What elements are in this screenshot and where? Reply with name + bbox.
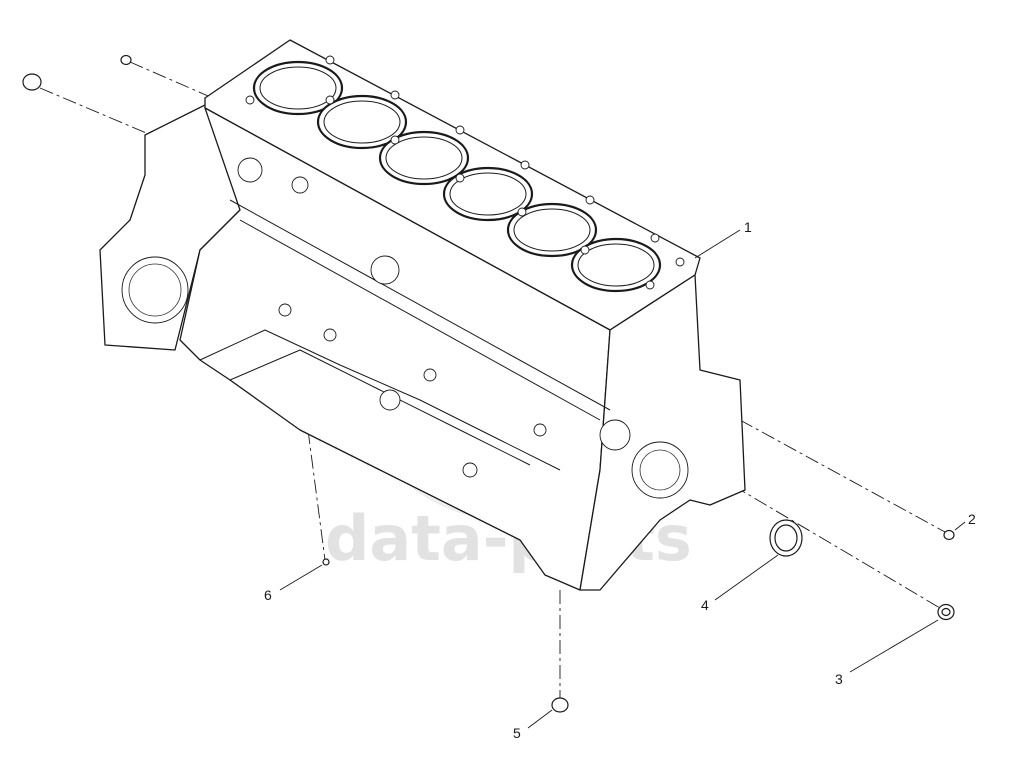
deck-hole [455, 173, 465, 183]
flange-bore-inner [128, 263, 182, 317]
callout-4: 4 [701, 597, 709, 613]
deck-hole [650, 233, 660, 243]
plug-part-6 [322, 558, 330, 566]
deck-hole [455, 125, 465, 135]
callout-2: 2 [968, 511, 976, 527]
callout-6: 6 [264, 587, 272, 603]
cylinder-bore-1-inner [259, 66, 337, 110]
assembly-line-plug-6 [307, 429, 326, 561]
mid-rail-2 [229, 199, 611, 411]
plug-part-3-inner [941, 607, 951, 617]
deck-hole [390, 90, 400, 100]
leader-3 [849, 619, 939, 673]
assembly-line-plug-3 [689, 459, 941, 609]
deck-hole [390, 135, 400, 145]
flange-bore [121, 256, 189, 324]
skirt-rail [199, 329, 561, 471]
deck-hole [325, 95, 335, 105]
loose-parts [22, 54, 955, 713]
plug-top-left [22, 73, 42, 91]
leader-6 [279, 564, 323, 591]
deck-hole [675, 257, 685, 267]
leader-5 [527, 709, 553, 729]
plug-top [120, 54, 132, 66]
front-face [579, 274, 746, 591]
deck-hole [520, 160, 530, 170]
boss-6 [462, 462, 478, 478]
leader-lines [279, 229, 966, 729]
deck-hole [517, 207, 527, 217]
cylinder-bore-3-inner [385, 136, 463, 180]
boss-1 [237, 157, 263, 183]
cylinder-bores [252, 60, 662, 293]
deck-hole [245, 95, 255, 105]
boss-3 [370, 255, 400, 285]
callout-1: 1 [744, 219, 752, 235]
assembly-line-plug-2 [739, 419, 946, 533]
mid-rail [239, 219, 601, 421]
seal-ring-part-4-inner [774, 524, 798, 552]
callout-3: 3 [835, 671, 843, 687]
plug-part-5 [551, 697, 569, 713]
boss-8 [278, 303, 292, 317]
boss-10 [423, 368, 437, 382]
callout-labels: 1 2 3 4 5 6 [264, 219, 976, 741]
boss-5 [533, 423, 547, 437]
deck-hole [325, 55, 335, 65]
boss-4 [599, 419, 631, 451]
cylinder-bore-5-inner [513, 208, 591, 252]
leader-4 [714, 554, 779, 601]
cylinder-bore-4-inner [449, 172, 527, 216]
deck-hole [645, 280, 655, 290]
boss-7 [379, 389, 401, 411]
callout-5: 5 [513, 725, 521, 741]
plug-part-2 [943, 529, 955, 541]
cylinder-bore-2-inner [323, 100, 401, 144]
deck-hole [580, 245, 590, 255]
skirt-rail-lower [229, 349, 531, 466]
engine-block [99, 39, 746, 591]
leader-2 [954, 521, 966, 531]
deck-bolt-holes [245, 55, 685, 290]
leader-1 [694, 229, 741, 259]
boss-9 [323, 328, 337, 342]
crankshaft-bore-inner [639, 449, 681, 491]
deck-hole [585, 195, 595, 205]
boss-2 [291, 176, 309, 194]
cylinder-bore-6-inner [577, 243, 655, 287]
